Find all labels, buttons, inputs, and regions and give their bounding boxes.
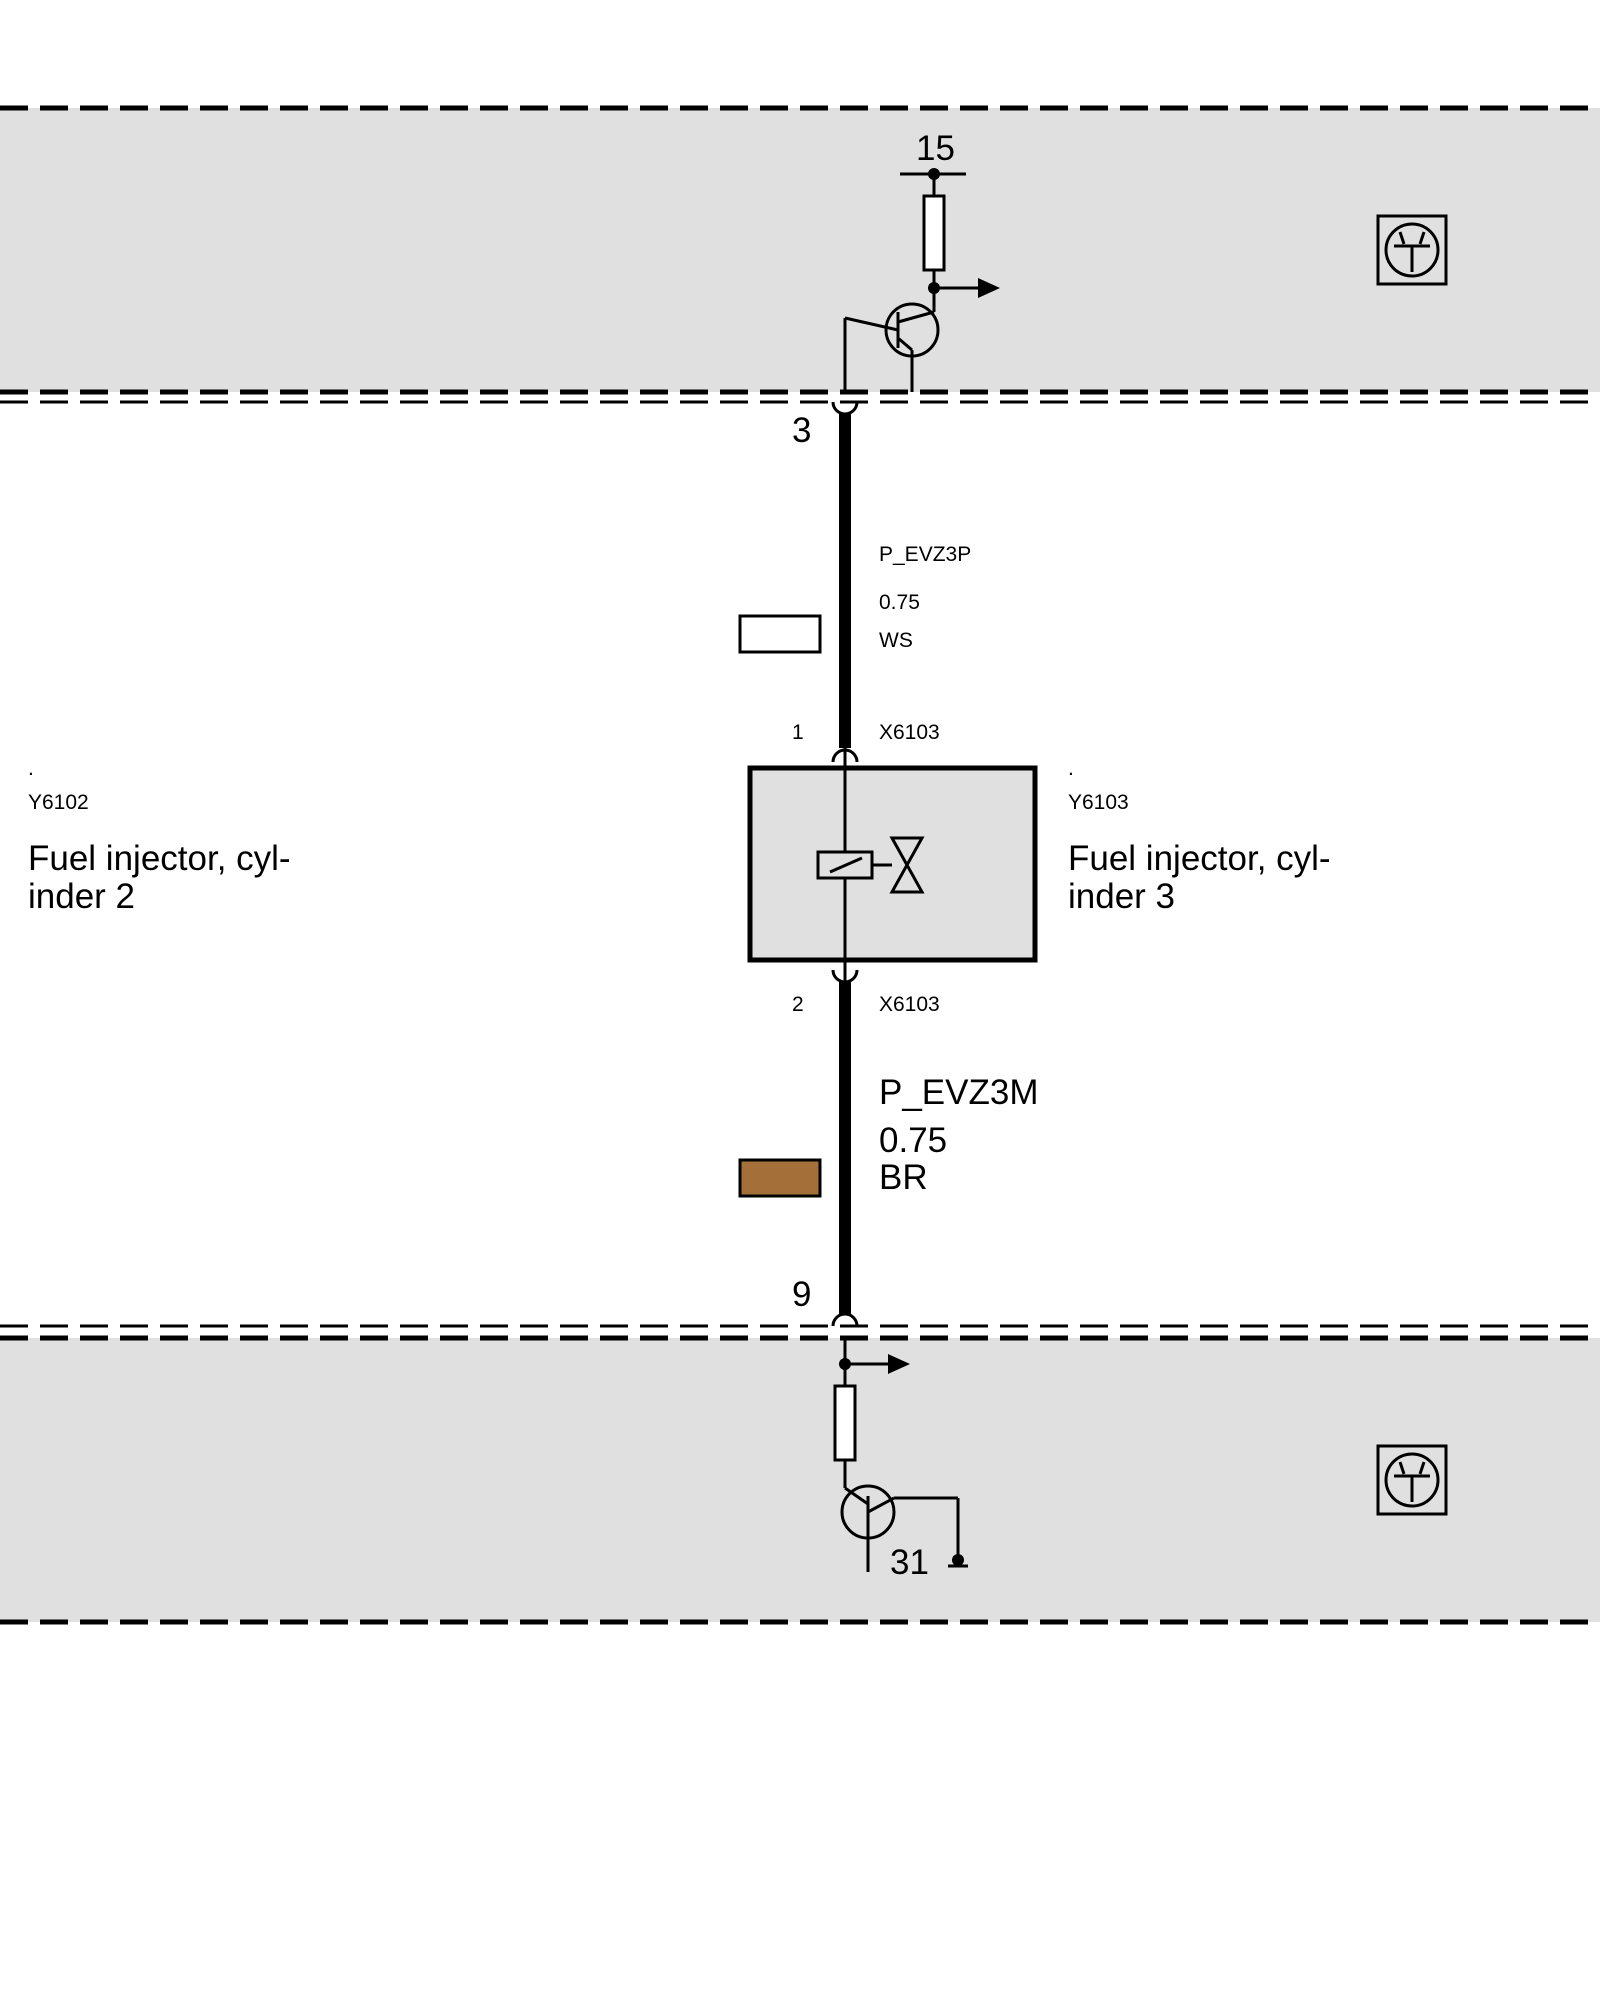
top-junction-dot [928,168,940,180]
pin-label-2: 2 [792,993,804,1016]
connector-label-upper: X6103 [879,721,940,744]
component-left-dot: . [28,757,34,780]
top-resistor [922,194,946,272]
component-left-name-2: inder 2 [28,877,135,916]
connector-label-lower: X6103 [879,993,940,1016]
pin-label-1: 1 [792,721,804,744]
component-left-id: Y6102 [28,791,89,814]
bottom-terminal-label: 31 [890,1543,929,1582]
pin-label-top: 3 [792,411,811,450]
bottom-module-area [0,1338,1600,1622]
top-junction-dot-2 [928,282,940,294]
top-terminal-label: 15 [916,129,955,168]
solenoid-valve-symbol [816,768,925,960]
wire-lower-signal: P_EVZ3M [879,1073,1039,1112]
bottom-driver-circuit [833,1338,968,1572]
wire-lower-color-code: BR [879,1158,928,1197]
wire-upper-signal: P_EVZ3P [879,543,971,566]
wire-upper-gauge: 0.75 [879,591,920,614]
control-unit-icon-bottom [1376,1444,1448,1516]
top-module-area [0,108,1600,392]
wire-lower-gauge: 0.75 [879,1121,947,1160]
valve-icon [889,836,925,894]
connector-pin-bottom-symbol [831,1312,859,1327]
component-right-name-2: inder 3 [1068,877,1175,916]
pin-label-bottom: 9 [792,1275,811,1314]
top-arrow-icon [978,278,1000,298]
control-unit-icon-top [1376,214,1448,286]
bottom-resistor [833,1384,857,1462]
component-right-name-1: Fuel injector, cyl- [1068,839,1331,878]
component-right-id: Y6103 [1068,791,1129,814]
injector-y6103-box [747,765,1038,963]
ground-dot [952,1554,964,1566]
wire-upper-color-code: WS [879,629,913,652]
wire-color-swatch-ws [738,614,822,654]
bottom-junction-dot [839,1358,851,1370]
top-driver-circuit [843,172,978,392]
component-right-dot: . [1068,757,1074,780]
wire-color-swatch-br [738,1158,822,1198]
bottom-arrow-icon [888,1354,910,1374]
connector-pin-top-symbol [831,401,859,416]
component-left-name-1: Fuel injector, cyl- [28,839,291,878]
